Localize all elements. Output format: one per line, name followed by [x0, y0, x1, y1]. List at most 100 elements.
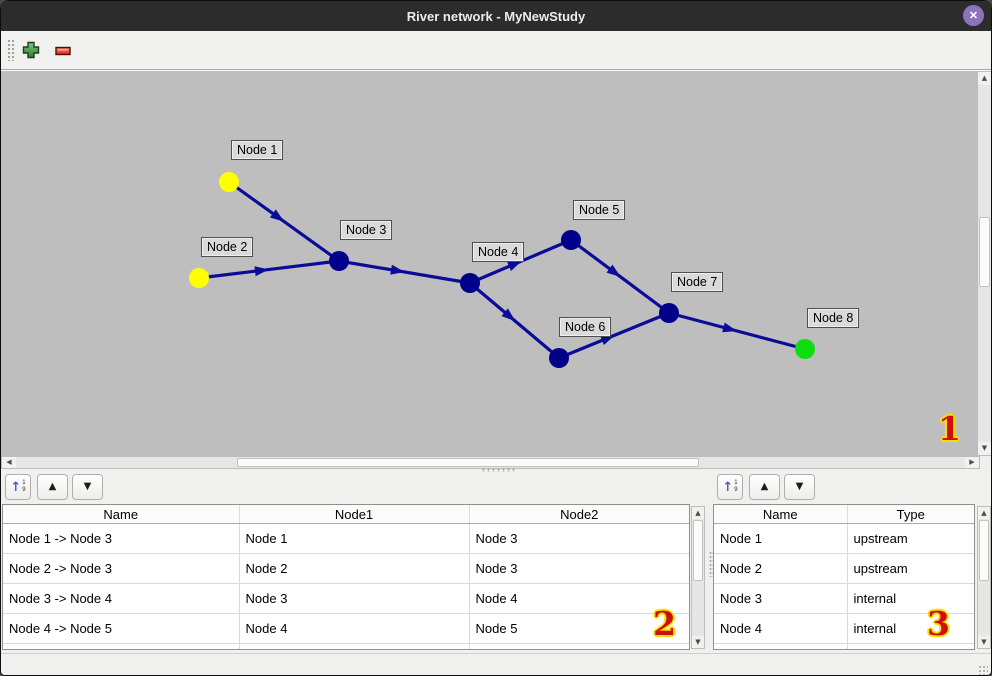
- column-header[interactable]: Name: [3, 505, 240, 524]
- graph-node[interactable]: [460, 273, 480, 293]
- remove-node-button[interactable]: [54, 42, 72, 60]
- node-label[interactable]: Node 7: [671, 272, 724, 292]
- column-header[interactable]: Node1: [239, 505, 470, 524]
- node-label[interactable]: Node 5: [573, 200, 626, 220]
- table-cell: Node 5: [469, 613, 689, 644]
- resize-grip[interactable]: [978, 665, 988, 675]
- edge-arrow-icon: [600, 335, 615, 346]
- annotation-number: 1: [938, 409, 961, 448]
- graph-node[interactable]: [549, 348, 569, 368]
- reaches-move-down-button[interactable]: ▼: [72, 474, 103, 500]
- canvas-hscroll-thumb[interactable]: [237, 458, 699, 467]
- edge-arrow-icon: [254, 266, 269, 277]
- edge-arrow-icon: [269, 209, 285, 222]
- close-button[interactable]: ✕: [963, 5, 984, 26]
- table-cell: [469, 643, 689, 649]
- graph-node[interactable]: [189, 268, 209, 288]
- up-arrow-icon: ▲: [981, 508, 987, 517]
- edge-arrow-icon: [507, 260, 522, 271]
- titlebar[interactable]: River network - MyNewStudy ✕: [1, 1, 991, 31]
- node-label[interactable]: Node 4: [472, 242, 525, 262]
- minus-icon-highlight: [57, 49, 69, 51]
- scrollbar-corner: [980, 456, 991, 469]
- up-triangle-icon: ▲: [760, 481, 769, 492]
- scroll-left-button[interactable]: ◀: [2, 457, 16, 468]
- column-header[interactable]: Type: [847, 505, 974, 524]
- annotation-number: 2: [653, 604, 676, 643]
- canvas-vscroll-thumb[interactable]: [979, 217, 990, 287]
- pane-splitter-handle[interactable]: [481, 468, 517, 472]
- scroll-up-button[interactable]: ▲: [978, 507, 990, 519]
- reaches-vscrollbar[interactable]: ▲ ▼: [691, 506, 705, 649]
- table-cell: upstream: [847, 523, 974, 554]
- node-label[interactable]: Node 6: [559, 317, 612, 337]
- table-row[interactable]: [714, 643, 974, 649]
- table-cell: Node 2: [239, 553, 470, 584]
- graph-node[interactable]: [795, 339, 815, 359]
- graph-node[interactable]: [329, 251, 349, 271]
- river-network-canvas[interactable]: Node 1 Node 2 Node 3 Node 4 Node 5 Node 6 Node…: [1, 71, 977, 456]
- down-triangle-icon: ▼: [795, 481, 804, 492]
- graph-node[interactable]: [561, 230, 581, 250]
- minus-icon: [55, 46, 71, 56]
- graph-edge[interactable]: [668, 311, 806, 351]
- table-cell: Node 4: [714, 613, 848, 644]
- scroll-down-button[interactable]: ▼: [978, 636, 990, 648]
- left-arrow-icon: ◀: [6, 458, 12, 466]
- edge-arrow-icon: [390, 264, 405, 275]
- scroll-down-button[interactable]: ▼: [978, 442, 991, 455]
- table-cell: Node 1 -> Node 3: [3, 523, 240, 554]
- table-cell: internal: [847, 613, 974, 644]
- scroll-down-button[interactable]: ▼: [692, 636, 704, 648]
- nodes-move-down-button[interactable]: ▼: [784, 474, 815, 500]
- up-triangle-icon: ▲: [48, 481, 57, 492]
- node-label[interactable]: Node 3: [340, 220, 393, 240]
- up-arrow-icon: ▲: [695, 508, 701, 517]
- table-cell: Node 3 -> Node 4: [3, 583, 240, 614]
- node-label[interactable]: Node 8: [807, 308, 860, 328]
- add-node-button[interactable]: [22, 41, 40, 59]
- down-arrow-icon: ▼: [695, 637, 701, 646]
- node-label[interactable]: Node 2: [201, 237, 254, 257]
- canvas-vscrollbar[interactable]: ▲ ▼: [977, 71, 991, 456]
- column-header[interactable]: Name: [714, 505, 848, 524]
- up-arrow-icon: ▲: [981, 74, 988, 82]
- scroll-right-button[interactable]: ▶: [965, 457, 979, 468]
- nodes-move-up-button[interactable]: ▲: [749, 474, 780, 500]
- table-cell: Node 2 -> Node 3: [3, 553, 240, 584]
- reaches-move-up-button[interactable]: ▲: [37, 474, 68, 500]
- right-pane-drag-handle[interactable]: [709, 551, 713, 577]
- toolbar-drag-handle[interactable]: [7, 39, 14, 61]
- column-header[interactable]: Node2: [469, 505, 689, 524]
- table-cell: [714, 643, 848, 649]
- graph-edge[interactable]: [198, 259, 340, 280]
- table-cell: Node 1: [714, 523, 848, 554]
- table-cell: Node 2: [714, 553, 848, 584]
- main-toolbar: [1, 31, 991, 70]
- scroll-up-button[interactable]: ▲: [978, 72, 991, 85]
- reaches-vscroll-thumb[interactable]: [693, 520, 703, 581]
- node-label[interactable]: Node 1: [231, 140, 284, 160]
- table-row[interactable]: [3, 643, 689, 649]
- down-arrow-icon: ▼: [981, 637, 987, 646]
- graph-node[interactable]: [219, 172, 239, 192]
- nodes-vscrollbar[interactable]: ▲ ▼: [977, 506, 991, 649]
- scroll-up-button[interactable]: ▲: [692, 507, 704, 519]
- graph-node[interactable]: [659, 303, 679, 323]
- nodes-vscroll-thumb[interactable]: [979, 520, 989, 581]
